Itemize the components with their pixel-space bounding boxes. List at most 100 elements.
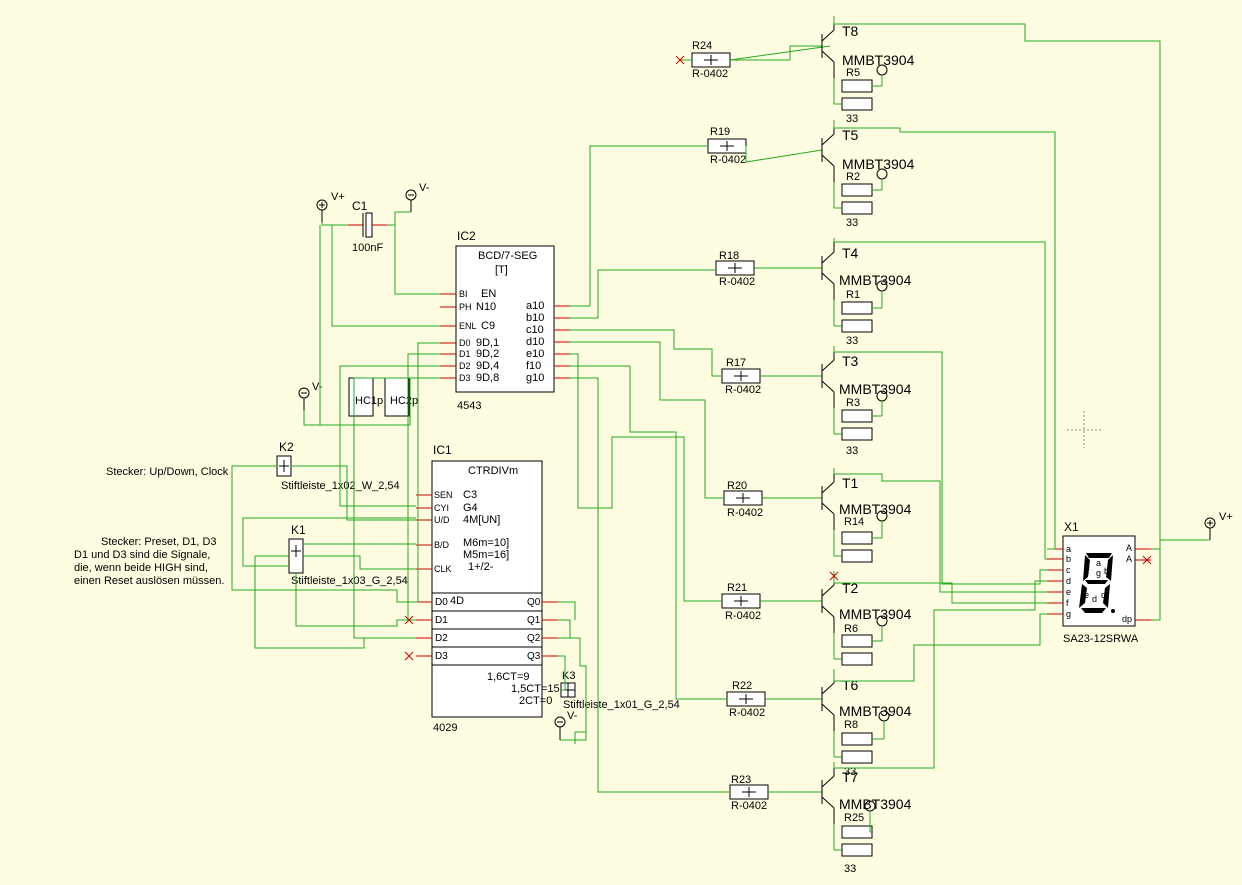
- cursor-crosshair-icon: [1067, 411, 1101, 448]
- connector-k3[interactable]: K3 Stiftleiste_1x01_G_2,54: [560, 670, 680, 711]
- driver-r-ref: R18: [719, 250, 739, 262]
- driver-t-part: MMBT3904: [842, 52, 915, 68]
- k1-ref: K1: [291, 523, 306, 537]
- ic1-logic-mun: 4M[UN]: [463, 514, 500, 526]
- driver-rc-ref: R1: [846, 289, 860, 301]
- ic2-title: BCD/7-SEG: [478, 250, 537, 262]
- k1-note-line-3: die, wenn beide HIGH sind,: [74, 562, 208, 574]
- driver-r-ref: R23: [731, 774, 751, 786]
- ic1-logic-g4: G4: [463, 502, 478, 514]
- vminus-left-label: V-: [312, 381, 323, 393]
- x1-pin-g: g: [1066, 609, 1071, 619]
- ic2-bcd-decoder: IC2 BCD/7-SEG [T] BI PH ENL D0 D1 D2 D3 …: [440, 229, 570, 412]
- driver-r-value: R-0402: [692, 68, 728, 80]
- driver-rc-ref: R8: [844, 719, 858, 731]
- driver-r-value: R-0402: [727, 507, 763, 519]
- driver-r-value: R-0402: [725, 610, 761, 622]
- driver-r-value: R-0402: [731, 800, 767, 812]
- x1-seg-e: e: [1084, 590, 1089, 600]
- connector-k1[interactable]: K1 Stiftleiste_1x03_G_2,54: [288, 523, 408, 587]
- x1-pin-f: f: [1066, 598, 1069, 608]
- ic2-logic-en: EN: [481, 288, 496, 300]
- x1-seg-b: b: [1104, 566, 1109, 576]
- driver-rc-value: 33: [844, 863, 856, 875]
- ic1-logic-m6: M6m=10]: [463, 537, 509, 549]
- ic1-counter: IC1 CTRDIVm SEN CYI U/D B/D CLK C3 G4 4M…: [416, 443, 560, 734]
- driver-rc-value: 33: [846, 445, 858, 457]
- driver-t-ref: T6: [842, 677, 859, 693]
- ic1-type: 4029: [433, 722, 457, 734]
- k3-part: Stiftleiste_1x01_G_2,54: [563, 699, 680, 711]
- ic2-out-g: g10: [526, 372, 544, 384]
- driver-row-t8: R24 R-0402 T8 MMBT3904 R5 33: [691, 16, 915, 125]
- ic2-logic-n10: N10: [476, 301, 496, 313]
- driver-t-ref: T8: [842, 23, 859, 39]
- ic1-data-pins: D0 D1 D2 D3 Q0 Q1 Q2 Q3: [416, 597, 558, 662]
- vplus-label: V+: [331, 191, 345, 203]
- x1-pin-c: c: [1066, 565, 1071, 575]
- ic1-data-label: 4D: [450, 595, 464, 607]
- k1-note-line-2: D1 und D3 sind die Signale,: [74, 549, 210, 561]
- x1-pin-d: d: [1066, 576, 1071, 586]
- ic1-logic-updown: 1+/2-: [468, 561, 494, 573]
- ic2-pin-ph: PH: [459, 302, 472, 312]
- k3-ref: K3: [562, 670, 575, 682]
- x1-seg-d: d: [1092, 594, 1097, 604]
- ic1-q2: Q2: [527, 633, 541, 644]
- driver-r-ref: R19: [710, 126, 730, 138]
- ic1-ref: IC1: [433, 443, 452, 457]
- ic1-pin-clk: CLK: [434, 564, 452, 574]
- vminus-bottom-label: V-: [567, 710, 578, 722]
- ic1-pin-cyi: CYI: [434, 503, 449, 513]
- x1-pin-e: e: [1066, 587, 1071, 597]
- k1-note: Stecker: Preset, D1, D3 D1 und D3 sind d…: [74, 536, 224, 587]
- driver-rc-value: 33: [846, 335, 858, 347]
- driver-rc-ref: R5: [846, 67, 860, 79]
- ic2-input-pins: BI PH ENL D0 D1 D2 D3: [440, 289, 477, 383]
- x1-seg-g: g: [1096, 568, 1101, 578]
- power-vminus-top: V-: [405, 182, 430, 212]
- driver-row-t5: R19 R-0402 T5 MMBT3904 R2 33: [707, 120, 915, 229]
- ic2-logic-4: 9D,4: [476, 360, 499, 372]
- ic2-logic-labels: EN N10 C9 9D,1 9D,2 9D,4 9D,8: [476, 288, 499, 384]
- driver-r-ref: R22: [732, 680, 752, 692]
- ic2-out-a: a10: [526, 300, 544, 312]
- driver-row-t4: R18 R-0402 T4 MMBT3904 R1 33: [715, 238, 912, 347]
- seven-segment-icon: [1079, 553, 1115, 613]
- driver-rc-ref: R14: [844, 516, 864, 528]
- ic1-pin-sen: SEN: [434, 490, 453, 500]
- x1-seg-c: c: [1101, 590, 1106, 600]
- ic2-pin-d2: D2: [459, 361, 471, 371]
- x1-seg-pins: a b c d e f g: [1047, 544, 1071, 619]
- hc2p-label: HC2p: [390, 395, 418, 407]
- ic2-pin-bi: BI: [459, 289, 468, 299]
- ic2-pin-enl: ENL: [459, 321, 477, 331]
- k1-part: Stiftleiste_1x03_G_2,54: [291, 575, 408, 587]
- x1-pin-a: a: [1066, 544, 1071, 554]
- ic2-logic-2: 9D,2: [476, 348, 499, 360]
- x1-seg-f: f: [1087, 566, 1090, 576]
- ic2-pin-d3: D3: [459, 373, 471, 383]
- driver-row-t3: R17 R-0402 T3 MMBT3904 R3 33: [721, 346, 912, 457]
- wiring: [231, 16, 1210, 793]
- ic1-q3: Q3: [527, 651, 541, 662]
- ic1-logic-labels: C3 G4 4M[UN] M6m=10] M5m=16] 1+/2-: [463, 489, 509, 573]
- power-vplus-right: V+: [1204, 511, 1233, 540]
- driver-t-ref: T7: [842, 769, 859, 785]
- ic2-type: 4543: [457, 400, 481, 412]
- vplus-right-label: V+: [1219, 511, 1233, 523]
- ic1-d0: D0: [435, 597, 448, 608]
- driver-t-part: MMBT3904: [839, 703, 912, 719]
- driver-row-t2: R21 R-0402 T2 MMBT3904 R6: [721, 571, 912, 666]
- ic1-logic-c3: C3: [463, 489, 477, 501]
- ic2-pin-d1: D1: [459, 349, 471, 359]
- x1-part: SA23-12SRWA: [1063, 633, 1139, 645]
- driver-r-ref: R21: [727, 582, 747, 594]
- driver-rc-ref: R2: [846, 171, 860, 183]
- driver-t-part: MMBT3904: [839, 501, 912, 517]
- driver-r-ref: R17: [726, 357, 746, 369]
- ic2-pin-d0: D0: [459, 338, 471, 348]
- driver-r-value: R-0402: [719, 276, 755, 288]
- driver-t-ref: T1: [842, 475, 859, 491]
